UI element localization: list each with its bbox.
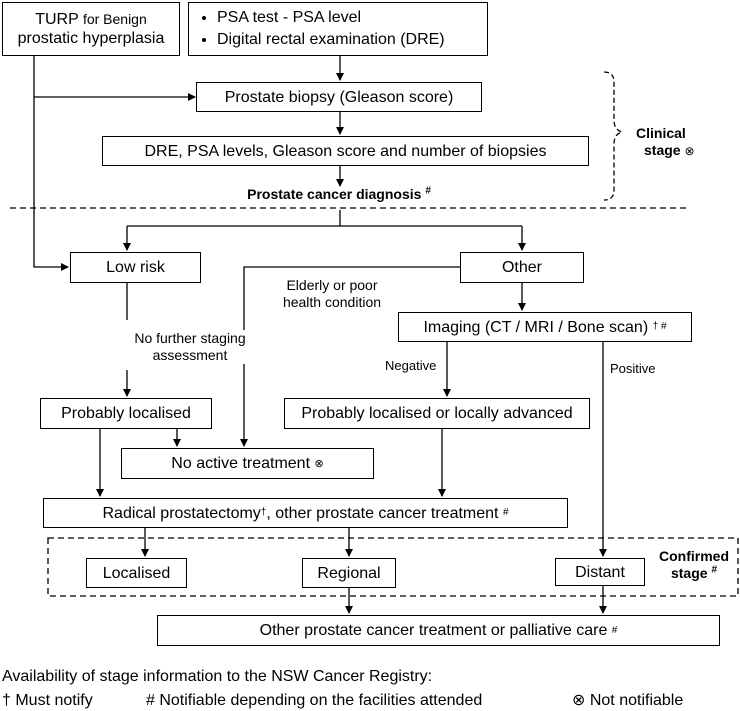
dre-psa-gleason-box: DRE, PSA levels, Gleason score and numbe…: [102, 136, 589, 166]
confirmed-stage-mark: #: [711, 564, 718, 576]
radical-text-a: Radical prostatectomy: [102, 504, 261, 522]
turp-box: TURP for Benign prostatic hyperplasia: [2, 2, 180, 56]
dre-bullet: Digital rectal examination (DRE): [217, 29, 445, 51]
palliative-text: Other prostate cancer treatment or palli…: [259, 622, 608, 639]
no-further-line1: No further staging: [134, 330, 246, 346]
clinical-stage-label: Clinical stage ⊗: [636, 125, 706, 160]
clinical-stage-brace: [603, 71, 623, 201]
psa-bullet: PSA test - PSA level: [217, 7, 445, 29]
psa-dre-list: PSA test - PSA level Digital rectal exam…: [195, 7, 445, 51]
no-active-treatment-box: No active treatment ⊗: [121, 448, 374, 479]
clinical-stage-line1: Clinical: [636, 125, 686, 141]
no-active-text: No active treatment: [171, 455, 311, 472]
radical-treatment-box: Radical prostatectomy†, other prostate c…: [43, 498, 568, 528]
diagnosis-mark: #: [425, 185, 431, 197]
legend-not-notifiable: ⊗ Not notifiable: [572, 692, 684, 709]
probably-localised-box: Probably localised: [40, 398, 212, 429]
positive-label: Positive: [610, 361, 656, 376]
turp-small-label: for Benign: [82, 11, 147, 27]
palliative-box: Other prostate cancer treatment or palli…: [157, 615, 720, 646]
elderly-label: Elderly or poor health condition: [270, 277, 394, 311]
imaging-text: Imaging (CT / MRI / Bone scan): [423, 318, 649, 336]
diagnosis-label: Prostate cancer diagnosis #: [224, 186, 454, 203]
clinical-stage-mark: ⊗: [684, 144, 695, 158]
biopsy-box: Prostate biopsy (Gleason score): [196, 82, 482, 112]
distant-box: Distant: [555, 558, 645, 586]
confirmed-stage-label: Confirmed stage #: [652, 548, 736, 582]
negative-label: Negative: [385, 358, 437, 373]
no-further-line2: assessment: [152, 347, 228, 363]
confirmed-stage-line2: stage: [670, 565, 708, 581]
clinical-stage-line2: stage: [644, 142, 681, 158]
turp-line2: prostatic hyperplasia: [17, 30, 165, 47]
imaging-box: Imaging (CT / MRI / Bone scan) † #: [398, 312, 692, 342]
confirmed-stage-line1: Confirmed: [659, 548, 729, 564]
diagnosis-text: Prostate cancer diagnosis: [247, 186, 422, 202]
arrow-turp-to-low-risk: [33, 56, 69, 271]
legend-must-notify: † Must notify: [2, 692, 93, 709]
legend-notifiable: # Notifiable depending on the facilities…: [146, 692, 483, 709]
turp-label: TURP: [35, 11, 79, 28]
low-risk-box: Low risk: [70, 252, 201, 283]
probably-locally-advanced-box: Probably localised or locally advanced: [284, 398, 590, 429]
psa-dre-box: PSA test - PSA level Digital rectal exam…: [188, 2, 488, 56]
elderly-line1: Elderly or poor: [286, 277, 378, 293]
no-further-staging-label: No further staging assessment: [122, 330, 258, 364]
radical-text-b: , other prostate cancer treatment: [266, 504, 499, 522]
arrow-other-to-no-active: [240, 266, 460, 447]
regional-box: Regional: [302, 558, 396, 588]
elderly-line2: health condition: [282, 294, 382, 310]
other-box: Other: [460, 252, 584, 283]
confirmed-stage-frame: [47, 537, 739, 597]
localised-box: Localised: [86, 558, 187, 588]
legend-title: Availability of stage information to the…: [2, 668, 433, 685]
